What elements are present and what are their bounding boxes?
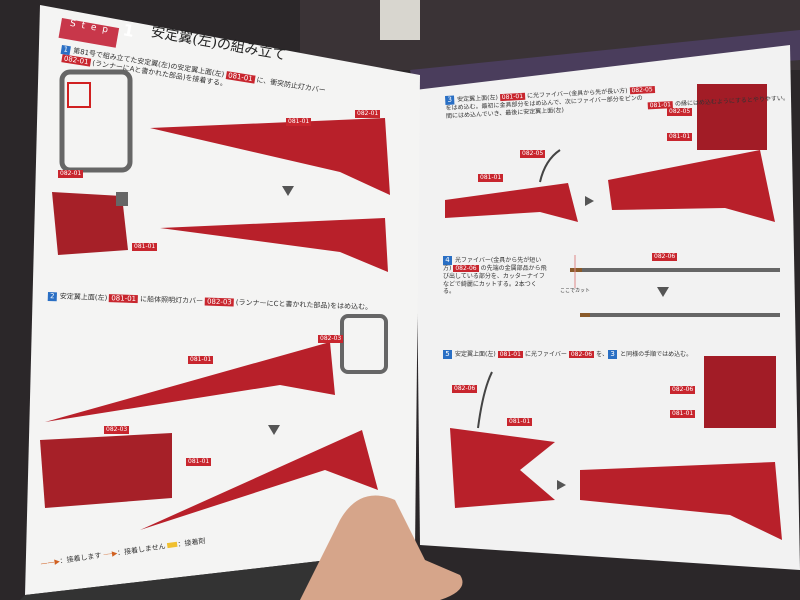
wing xyxy=(150,118,390,195)
right-arrow-icon xyxy=(585,196,594,206)
cover-band xyxy=(410,30,800,92)
part-label: 081-01 xyxy=(188,356,214,364)
part-label: 082-03 xyxy=(318,335,344,343)
runner-a xyxy=(59,69,133,173)
part-label: 081-01 xyxy=(132,243,158,251)
right-arrow-icon xyxy=(557,480,566,490)
part-label: 081-01 xyxy=(670,410,696,418)
cut-label: ここでカット xyxy=(560,288,591,294)
part-label: 082-06 xyxy=(670,386,696,394)
part-label: 082-01 xyxy=(355,110,381,118)
hand xyxy=(300,495,463,600)
down-arrow-icon xyxy=(268,425,280,435)
part-label: 081-01 xyxy=(186,458,212,466)
part-label: 082-05 xyxy=(520,150,546,158)
part-label: 082-03 xyxy=(104,426,130,434)
down-arrow-icon xyxy=(282,186,294,196)
part-label: 081-01 xyxy=(478,174,504,182)
down-arrow-icon xyxy=(657,287,669,297)
part-label: 081-01 xyxy=(507,418,533,426)
part-label: 082-05 xyxy=(667,108,693,116)
part-label: 081-01 xyxy=(667,133,693,141)
part-label: 081-01 xyxy=(286,118,312,126)
part-label: 082-01 xyxy=(58,170,84,178)
part-label: 082-06 xyxy=(452,385,478,393)
part-label: 082-06 xyxy=(652,253,678,261)
